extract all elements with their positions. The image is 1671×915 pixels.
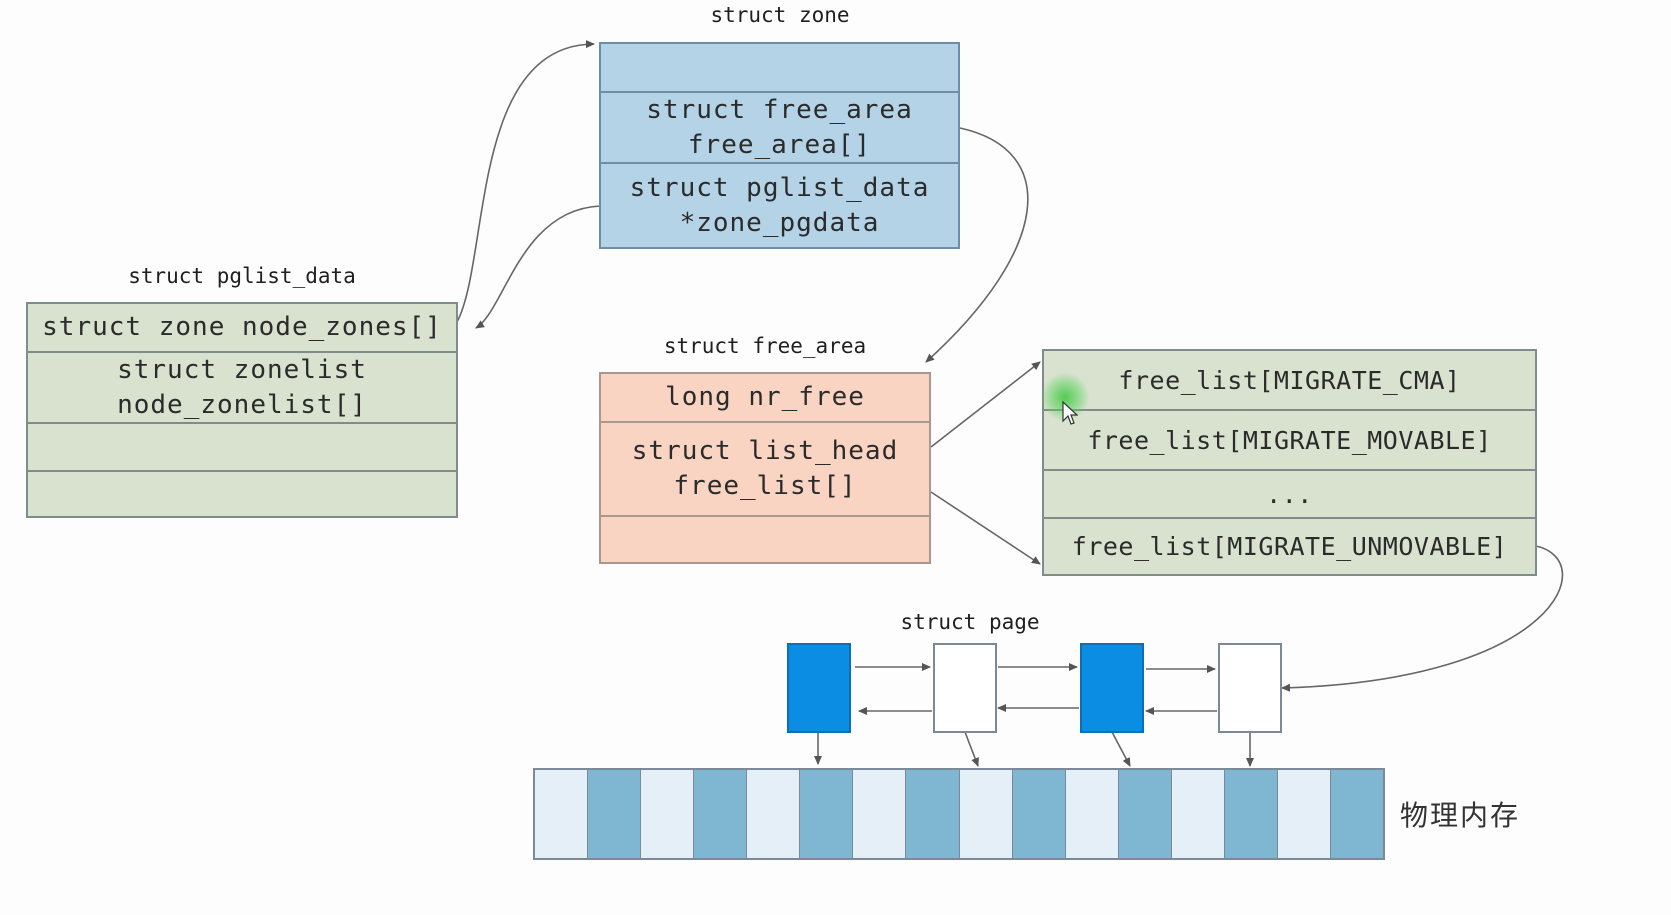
free-area-caption: struct free_area xyxy=(663,334,867,358)
memory-frame-6 xyxy=(800,770,854,858)
free-list-cma: free_list[MIGRATE_CMA] xyxy=(1044,351,1535,411)
free-list-ellipsis: ... xyxy=(1044,471,1535,519)
memory-frame-4 xyxy=(694,770,748,858)
pglist-field-empty-2 xyxy=(28,472,456,516)
zone-field-pgdata: struct pglist_data *zone_pgdata xyxy=(629,172,930,238)
memory-frame-7 xyxy=(853,770,907,858)
memory-frame-10 xyxy=(1012,770,1066,858)
memory-frame-5 xyxy=(747,770,801,858)
free-list-movable: free_list[MIGRATE_MOVABLE] xyxy=(1044,411,1535,471)
memory-frame-16 xyxy=(1330,770,1383,858)
physical-memory-strip xyxy=(533,768,1385,860)
free-area-field-nr-free: long nr_free xyxy=(601,374,929,423)
memory-frame-3 xyxy=(641,770,695,858)
pglist-data-struct: struct zone node_zones[] struct zonelist… xyxy=(26,302,458,518)
page-2-free xyxy=(933,643,997,733)
memory-frame-15 xyxy=(1277,770,1331,858)
memory-frame-12 xyxy=(1118,770,1172,858)
mouse-cursor-icon xyxy=(1062,401,1078,425)
arrow-node-zones-to-zone xyxy=(456,40,595,323)
zone-field-free-area: struct free_area free_area[] xyxy=(601,93,958,164)
pglist-field-empty-1 xyxy=(28,424,456,472)
free-area-field-empty xyxy=(601,517,929,562)
memory-frame-2 xyxy=(588,770,642,858)
pglist-field-node-zones: struct zone node_zones[] xyxy=(28,304,456,353)
page-1-allocated xyxy=(787,643,851,733)
memory-frame-11 xyxy=(1065,770,1119,858)
memory-frame-1 xyxy=(535,770,589,858)
zone-caption: struct zone xyxy=(710,3,850,27)
memory-frame-9 xyxy=(959,770,1013,858)
free-area-field-free-list: struct list_head free_list[] xyxy=(601,423,929,517)
arrow-freelist-to-cma xyxy=(930,361,1041,448)
memory-frame-13 xyxy=(1171,770,1225,858)
arrow-zone-pgdata-to-pglist xyxy=(475,205,601,329)
free-area-struct: long nr_free struct list_head free_list[… xyxy=(599,372,931,564)
memory-frame-8 xyxy=(906,770,960,858)
page-4-free xyxy=(1218,643,1282,733)
zone-field-header xyxy=(601,44,958,93)
physical-memory-label: 物理内存 xyxy=(1400,799,1521,832)
page-caption: struct page xyxy=(900,610,1040,634)
arrow-page2-to-mem xyxy=(964,731,979,767)
free-list-array: free_list[MIGRATE_CMA] free_list[MIGRATE… xyxy=(1042,349,1537,576)
zone-struct: struct free_area free_area[] struct pgli… xyxy=(599,42,960,249)
arrow-free-area-to-struct xyxy=(925,127,1029,363)
memory-frame-14 xyxy=(1224,770,1278,858)
page-3-allocated xyxy=(1080,643,1144,733)
arrow-freelist-to-unmovable xyxy=(930,491,1041,565)
pglist-caption: struct pglist_data xyxy=(128,264,356,288)
arrow-page3-to-mem xyxy=(1111,731,1131,767)
free-list-unmovable: free_list[MIGRATE_UNMOVABLE] xyxy=(1071,532,1508,561)
pglist-field-node-zonelist: struct zonelist node_zonelist[] xyxy=(28,353,456,424)
arrow-unmovable-to-page xyxy=(1281,545,1564,692)
